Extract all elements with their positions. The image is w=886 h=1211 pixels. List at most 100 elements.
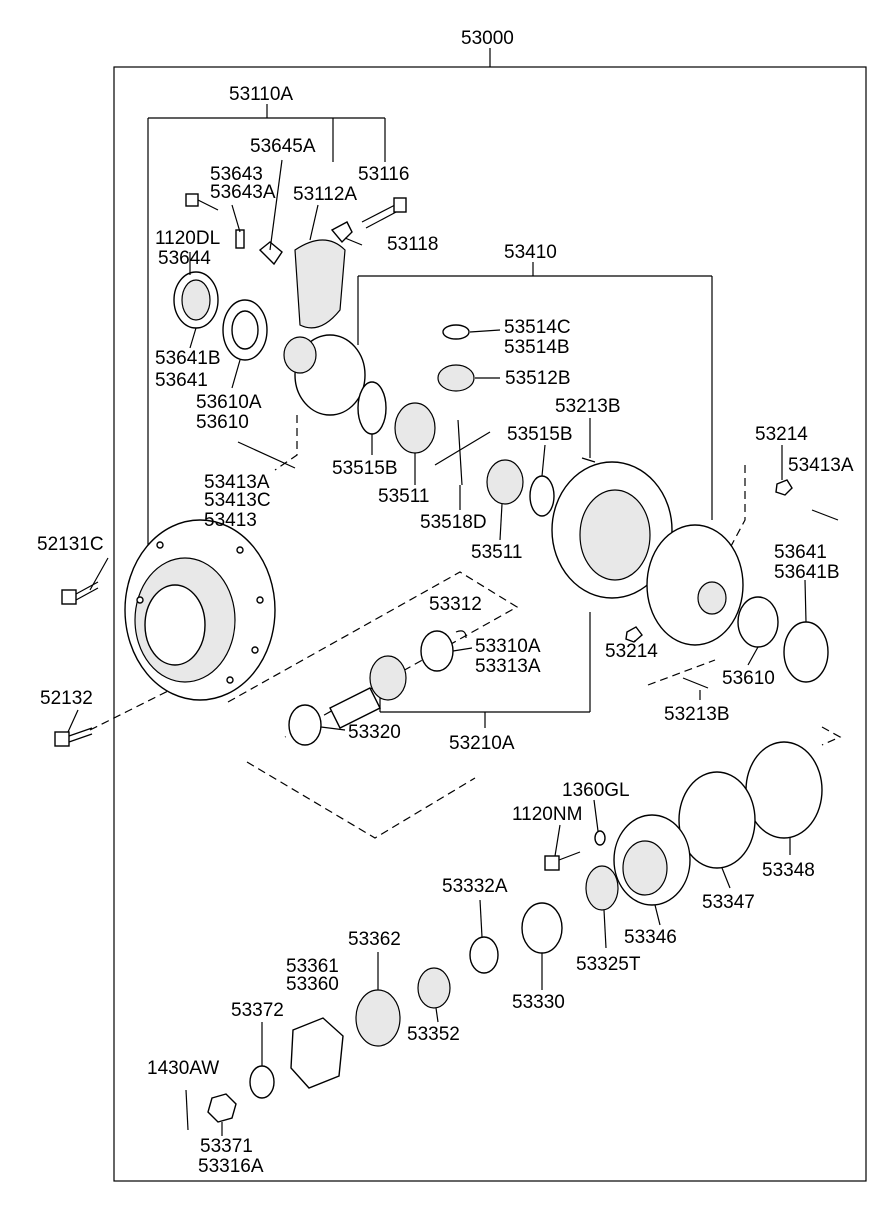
label-53514B: 53514B [504, 337, 570, 358]
label-53361: 53361 [286, 956, 339, 977]
label-53645A: 53645A [250, 136, 316, 157]
washer-53515B-a [357, 381, 387, 435]
bolt-53213B-a [581, 457, 596, 463]
label-53116: 53116 [358, 164, 409, 185]
side-gear-53511-a [394, 402, 436, 454]
nut-53214-a [775, 479, 793, 496]
label-53312: 53312 [429, 594, 482, 615]
oil-seal-53325T [585, 865, 619, 911]
cotter-pin-1430AW [185, 1089, 189, 1131]
bearing-53330 [521, 902, 563, 954]
lock-53118 [330, 221, 353, 244]
label-53210A: 53210A [449, 733, 515, 754]
label-53348: 53348 [762, 860, 815, 881]
label-53413: 53413 [204, 510, 257, 531]
label-53213B-a: 53213B [555, 396, 621, 417]
bolt-53116 [361, 197, 407, 229]
label-53310A: 53310A [475, 636, 541, 657]
dashed-guide-53413 [274, 415, 298, 471]
nut-53214-b [625, 626, 643, 643]
bearing-53320 [288, 704, 322, 746]
bracket-53410 [357, 262, 713, 520]
label-53515B-b: 53515B [332, 458, 398, 479]
label-53000: 53000 [461, 28, 514, 49]
oil-seal-53352 [417, 967, 451, 1009]
bearing-cap-53112A [294, 239, 346, 329]
label-53413C: 53413C [204, 490, 271, 511]
label-53112A: 53112A [293, 184, 357, 205]
label-53641-a: 53641 [155, 370, 208, 391]
leader-lines [67, 159, 807, 1136]
bolt-53413A [811, 509, 839, 521]
bolt-1120DL [185, 193, 219, 211]
label-53641B-b: 53641B [774, 562, 840, 583]
lock-plate-53645A [258, 241, 283, 266]
differential-carrier-53410 [283, 334, 366, 416]
gasket-53348 [745, 741, 823, 839]
dashed-guide-right [821, 726, 842, 746]
label-53371: 53371 [200, 1136, 253, 1157]
washer-1360GL [594, 830, 606, 846]
label-53214-a: 53214 [755, 424, 808, 445]
label-53641B-a: 53641B [155, 348, 221, 369]
bolt-53213B-b [682, 677, 709, 689]
label-53320: 53320 [348, 722, 401, 743]
label-53362: 53362 [348, 929, 401, 950]
bracket-53110A [147, 104, 386, 545]
label-53643: 53643 [210, 164, 263, 185]
bearing-53641 [173, 271, 219, 329]
washer-53514C [442, 324, 470, 340]
label-53514C: 53514C [504, 317, 571, 338]
label-53347: 53347 [702, 892, 755, 913]
label-53413A-a: 53413A [204, 472, 270, 493]
label-53511-a: 53511 [378, 486, 429, 507]
label-53610-a: 53610 [196, 412, 249, 433]
label-52132: 52132 [40, 688, 93, 709]
dust-deflector-53362 [355, 989, 401, 1047]
dashed-guide-shaft [246, 761, 476, 839]
label-53352: 53352 [407, 1024, 460, 1045]
label-52131C: 52131C [37, 534, 104, 555]
label-53413A-b: 53413A [788, 455, 854, 476]
label-53313A: 53313A [475, 656, 541, 677]
spacer-53332A [469, 936, 499, 974]
label-53515B-a: 53515B [507, 424, 573, 445]
label-1120NM: 1120NM [512, 804, 582, 825]
washer-53372 [249, 1065, 275, 1099]
snap-ring-53312 [455, 630, 467, 639]
label-1430AW: 1430AW [147, 1058, 219, 1079]
bearing-53641-b [783, 621, 829, 683]
drive-pinion-53210A [329, 655, 407, 729]
dashed-guide-53213B [647, 659, 716, 686]
label-53512B: 53512B [505, 368, 571, 389]
label-53360: 53360 [286, 974, 339, 995]
label-53511-b: 53511 [471, 542, 522, 563]
bearing-53310A [420, 630, 454, 672]
label-1360GL: 1360GL [562, 780, 630, 801]
label-53332A: 53332A [442, 876, 508, 897]
label-53643A: 53643A [210, 182, 276, 203]
bolt-1120NM [544, 851, 581, 871]
label-1120DL: 1120DL [155, 228, 220, 249]
dashed-guide-bolt-53413A [729, 465, 746, 549]
dashed-guide-pinion [227, 571, 519, 738]
label-53644: 53644 [158, 248, 211, 269]
bearing-53610A [222, 299, 268, 361]
spider-53518D [434, 419, 491, 486]
label-53110A: 53110A [229, 84, 293, 105]
pinion-gear-53512B [437, 364, 475, 392]
companion-flange-53360 [290, 1017, 344, 1089]
differential-case-right [646, 524, 744, 646]
retainer-53346 [613, 814, 691, 906]
differential-case-housing [124, 519, 276, 701]
bolt-53413 [237, 441, 296, 469]
label-53518D: 53518D [420, 512, 487, 533]
label-53330: 53330 [512, 992, 565, 1013]
label-53325T: 53325T [576, 954, 641, 975]
bolt-52131C [61, 581, 99, 605]
lock-plate-53643 [235, 229, 245, 249]
bolt-52132 [54, 727, 93, 747]
label-53372: 53372 [231, 1000, 284, 1021]
label-53610A-a: 53610A [196, 392, 262, 413]
